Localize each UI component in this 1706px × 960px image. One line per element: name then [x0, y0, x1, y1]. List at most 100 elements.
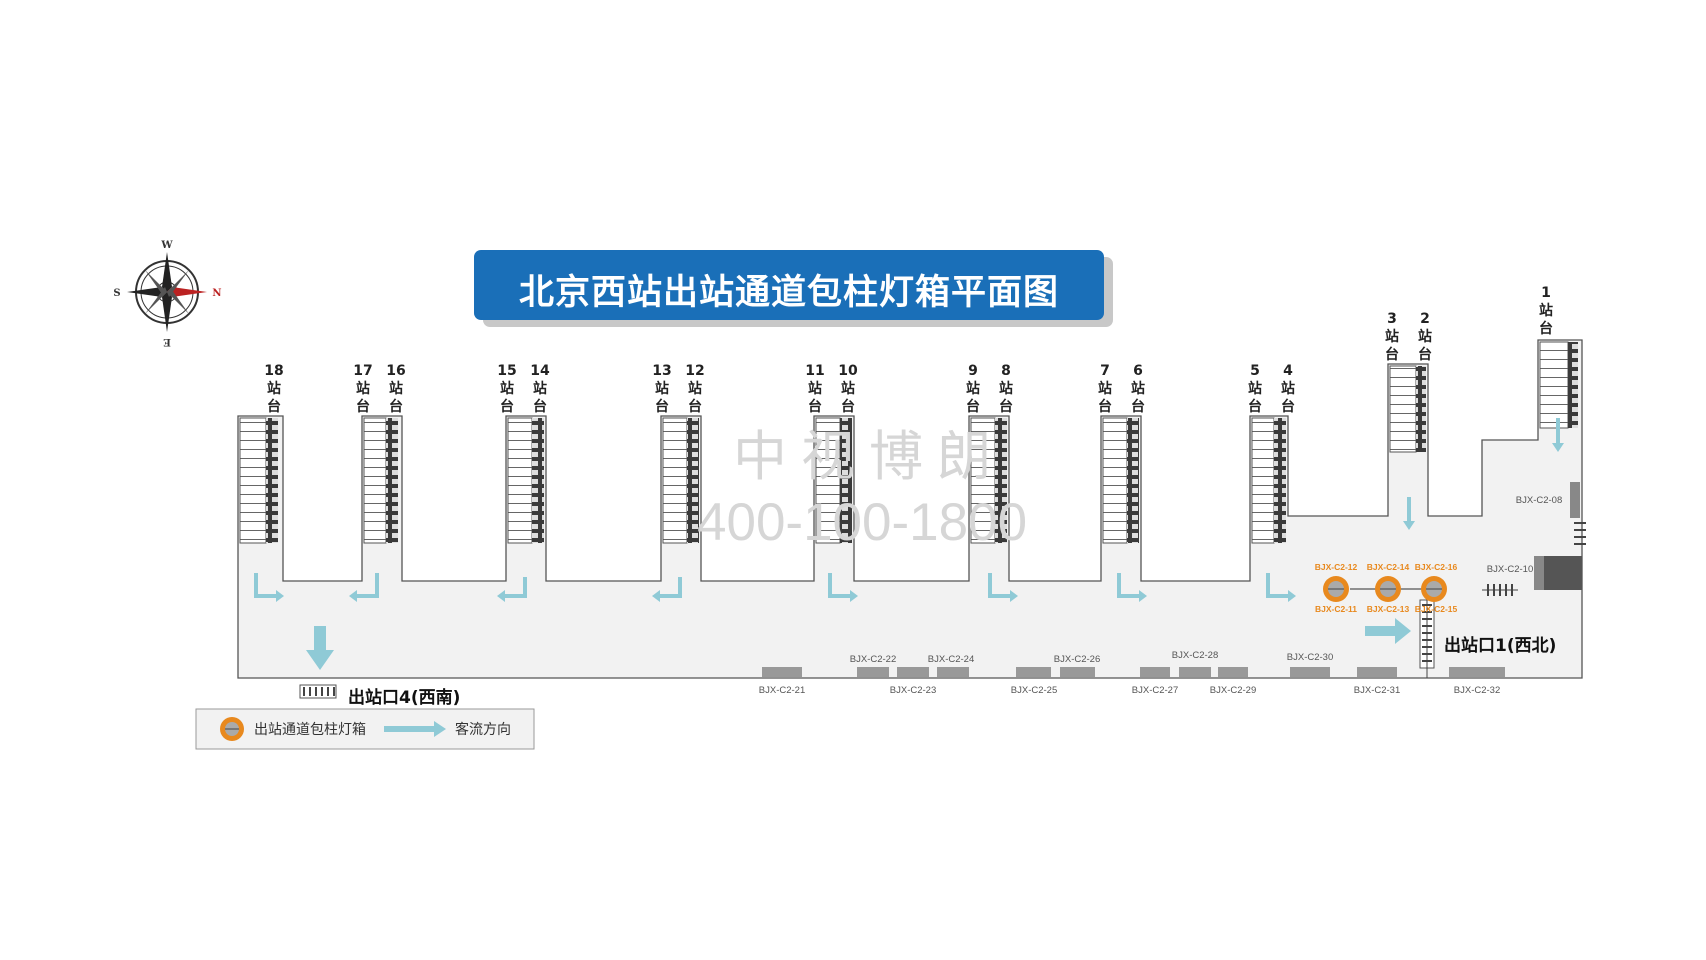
svg-text:站: 站: [389, 380, 403, 397]
platform-label-2: 2站台: [1418, 311, 1432, 363]
exit1-flow-arrow-icon: [1365, 618, 1411, 644]
svg-text:台: 台: [966, 398, 980, 415]
wall-lightbox: [937, 667, 969, 677]
code-c2-10: BJX-C2-10: [1487, 564, 1533, 575]
column-lightbox-icon: [1421, 576, 1447, 602]
svg-text:台: 台: [389, 398, 403, 415]
legend-lightbox-icon: [220, 717, 244, 741]
stairs-18: [239, 417, 278, 544]
code-c2-28: BJX-C2-28: [1172, 650, 1218, 661]
flow-arrow-icon: [349, 573, 379, 602]
code-c2-30: BJX-C2-30: [1287, 652, 1333, 663]
flow-arrow-icon: [1552, 418, 1564, 452]
svg-text:7: 7: [1100, 363, 1110, 379]
exit1-escalator: [1419, 590, 1435, 678]
wall-lightbox: [1140, 667, 1170, 677]
svg-text:站: 站: [533, 380, 547, 397]
svg-text:台: 台: [267, 398, 281, 415]
code-c2-31: BJX-C2-31: [1354, 685, 1400, 696]
code-c2-14: BJX-C2-14: [1367, 562, 1410, 572]
wall-lightbox: [1016, 667, 1051, 677]
code-c2-21: BJX-C2-21: [759, 685, 805, 696]
svg-text:17: 17: [353, 363, 372, 379]
code-c2-32: BJX-C2-32: [1454, 685, 1500, 696]
svg-text:12: 12: [685, 363, 704, 379]
svg-text:站: 站: [1131, 380, 1145, 397]
code-c2-16: BJX-C2-16: [1415, 562, 1458, 572]
platform-label-6: 6站台: [1131, 363, 1145, 415]
exit1-label: 出站口1(西北): [1444, 635, 1556, 656]
wall-lightbox: [1290, 667, 1330, 677]
stairs-11-10: [815, 417, 852, 544]
flow-arrow-icon: [1266, 573, 1296, 602]
svg-text:站: 站: [1281, 380, 1295, 397]
svg-text:站: 站: [1385, 328, 1399, 345]
code-c2-11: BJX-C2-11: [1315, 604, 1357, 614]
flow-arrow-icon: [497, 577, 527, 602]
svg-text:台: 台: [1539, 320, 1553, 337]
platform-label-7: 7站台: [1098, 363, 1112, 415]
svg-text:2: 2: [1420, 311, 1430, 327]
svg-text:台: 台: [1131, 398, 1145, 415]
platform-label-9: 9站台: [966, 363, 980, 415]
legend: 出站通道包柱灯箱 客流方向: [195, 708, 535, 750]
exit4-flow-arrow-icon: [306, 626, 334, 670]
code-c2-23: BJX-C2-23: [890, 685, 936, 696]
platform-label-1: 1站台: [1539, 285, 1553, 337]
flow-arrow-icon: [1117, 573, 1147, 602]
code-c2-25: BJX-C2-25: [1011, 685, 1057, 696]
column-lightbox-icon: [1375, 576, 1401, 602]
svg-text:站: 站: [1098, 380, 1112, 397]
svg-text:台: 台: [999, 398, 1013, 415]
svg-text:台: 台: [1098, 398, 1112, 415]
svg-text:站: 站: [500, 380, 514, 397]
stairs-13-12: [662, 417, 699, 544]
code-c2-24: BJX-C2-24: [928, 654, 974, 665]
svg-text:台: 台: [688, 398, 702, 415]
wall-lightbox: [897, 667, 929, 677]
svg-text:1: 1: [1541, 285, 1551, 301]
svg-text:5: 5: [1250, 363, 1260, 379]
svg-text:站: 站: [841, 380, 855, 397]
svg-text:台: 台: [808, 398, 822, 415]
compass-icon: W S N E: [113, 240, 221, 347]
svg-text:13: 13: [652, 363, 671, 379]
svg-text:站: 站: [1418, 328, 1432, 345]
code-c2-27: BJX-C2-27: [1132, 685, 1178, 696]
wall-lightbox: [857, 667, 889, 677]
svg-text:站: 站: [267, 380, 281, 397]
svg-text:站: 站: [999, 380, 1013, 397]
wall-lightbox: [1218, 667, 1248, 677]
flow-arrow-icon: [828, 573, 858, 602]
svg-text:站: 站: [688, 380, 702, 397]
flow-arrow-icon: [1403, 497, 1415, 530]
wall-lightbox: [1179, 667, 1211, 677]
code-c2-13: BJX-C2-13: [1367, 604, 1410, 614]
wall-lightbox: [1357, 667, 1397, 677]
wall-lightbox: [1060, 667, 1095, 677]
svg-text:站: 站: [1248, 380, 1262, 397]
svg-text:台: 台: [533, 398, 547, 415]
legend-lightbox-label: 出站通道包柱灯箱: [254, 722, 366, 738]
svg-text:台: 台: [1418, 346, 1432, 363]
svg-text:8: 8: [1001, 363, 1011, 379]
column-lightbox-icon: [1323, 576, 1349, 602]
stairs-9-8: [970, 417, 1007, 544]
compass-s-label: S: [113, 288, 120, 299]
svg-text:台: 台: [841, 398, 855, 415]
svg-text:站: 站: [356, 380, 370, 397]
svg-text:台: 台: [356, 398, 370, 415]
exit4-label: 出站口4(西南): [348, 687, 460, 708]
svg-text:3: 3: [1387, 311, 1397, 327]
platform-label-4: 4站台: [1281, 363, 1295, 415]
stairs-5-4: [1251, 417, 1286, 544]
code-c2-29: BJX-C2-29: [1210, 685, 1256, 696]
stairs-1: [1539, 341, 1578, 429]
svg-text:6: 6: [1133, 363, 1143, 379]
